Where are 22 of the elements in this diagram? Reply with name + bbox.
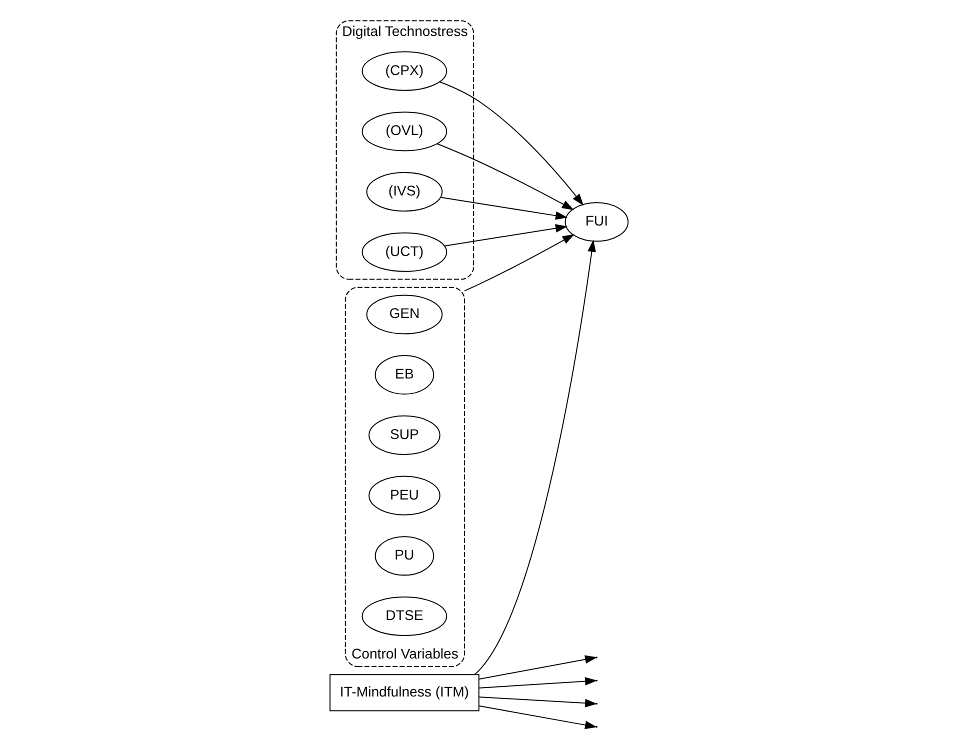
arrow (438, 81, 584, 206)
arrow (444, 224, 568, 246)
arrow (478, 655, 597, 680)
node-ellipse: (IVS) (366, 172, 442, 212)
node-ellipse: (CPX) (361, 51, 447, 91)
node-ellipse: (UCT) (361, 232, 447, 272)
arrow (478, 677, 597, 689)
arrow (478, 696, 597, 708)
arrow (464, 234, 574, 292)
node-ellipse: GEN (366, 294, 442, 334)
arrow (440, 196, 568, 220)
arrow (478, 705, 597, 730)
arrow (436, 143, 574, 210)
node-ellipse: DTSE (361, 596, 447, 636)
node-ellipse: EB (374, 355, 434, 395)
arrow (474, 240, 596, 675)
node-ellipse: FUI (564, 202, 628, 242)
node-ellipse: PU (374, 536, 434, 576)
node-box: IT-Mindfulness (ITM) (329, 674, 479, 712)
node-ellipse: SUP (368, 415, 440, 455)
node-ellipse: (OVL) (361, 112, 447, 152)
node-ellipse: PEU (368, 476, 440, 516)
